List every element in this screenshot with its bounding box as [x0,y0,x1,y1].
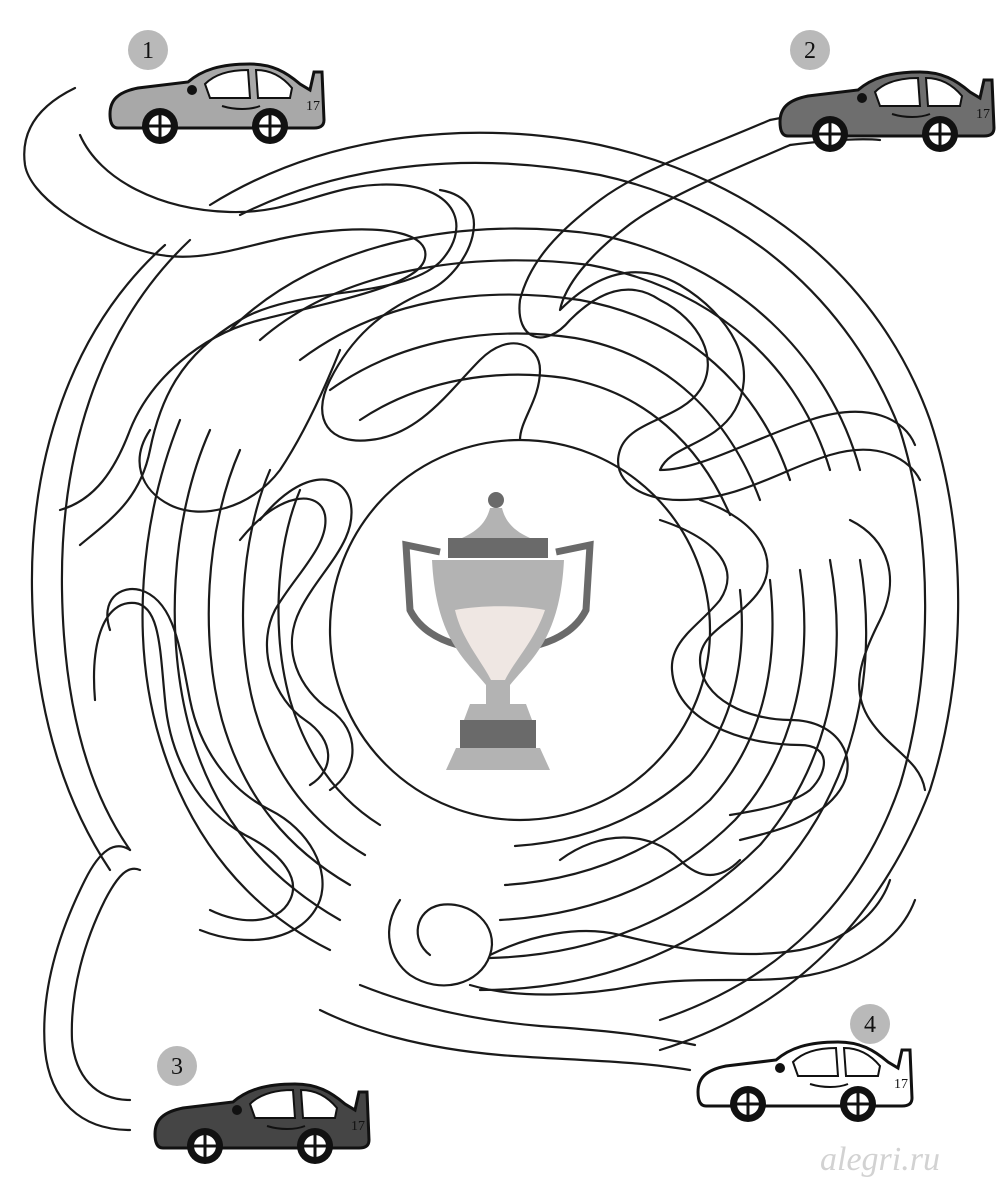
ring-line [141,418,332,952]
car-number: 4 [864,1012,876,1038]
winding-path [658,518,825,817]
outer-ring-line [208,131,960,1052]
trophy-base-band [460,720,536,748]
ring-line [503,578,774,887]
ring-line [478,558,868,992]
outer-ring-line [238,161,927,1022]
outer-ring-line [60,238,192,852]
ring-line [228,227,862,472]
winding-path [468,898,917,996]
trophy-stem [486,684,510,704]
winding-path [698,498,849,842]
car-number-badge [790,30,830,70]
trophy-base-plinth [446,748,550,770]
winding-path [93,601,295,922]
trophy-finial [462,508,530,538]
trophy-icon [402,492,594,770]
ring-line [488,558,838,960]
ring-line [258,259,832,472]
exit-path-4 [318,1008,692,1072]
car-number: 2 [804,38,816,64]
winding-path [78,133,458,547]
winding-path [848,518,927,792]
winding-path [518,118,922,502]
winding-path [23,86,427,512]
exit-path-3 [70,867,142,1102]
maze-track [23,86,960,1132]
winding-path [238,497,330,787]
trophy-base-top [464,704,532,720]
ring-line [328,332,762,502]
winding-path [558,836,742,876]
ring-line [241,468,367,857]
ring-line [277,488,382,827]
car-4[interactable]: 4 [696,1004,914,1124]
ring-line [513,588,743,848]
watermark-text: alegri.ru [820,1141,940,1178]
winding-path [321,188,542,442]
winding-path [558,143,917,472]
car-1[interactable]: 1 [108,30,326,146]
ring-line [358,373,732,517]
car-number-badge [128,30,168,70]
car-number-badge [157,1046,197,1086]
outer-ring-line [30,243,167,872]
car-number-badge [850,1004,890,1044]
winding-path [138,348,342,513]
car-number: 3 [171,1054,183,1080]
ring-line [498,568,806,922]
winding-path [258,478,354,792]
trophy-lid [448,538,548,558]
car-2[interactable]: 2 [778,30,996,154]
trophy-cup-highlight [455,606,545,680]
winding-path [106,587,324,942]
ring-line [173,428,342,922]
trophy-handle-left [402,540,459,649]
exit-path-3 [43,845,132,1132]
winding-path [488,878,892,957]
trophy-knob [488,492,504,508]
ring-line [207,448,352,887]
trophy-handle-right [537,540,594,649]
exit-path-4 [358,983,697,1047]
car-number: 1 [142,38,154,64]
car-3[interactable]: 3 [153,1046,371,1166]
